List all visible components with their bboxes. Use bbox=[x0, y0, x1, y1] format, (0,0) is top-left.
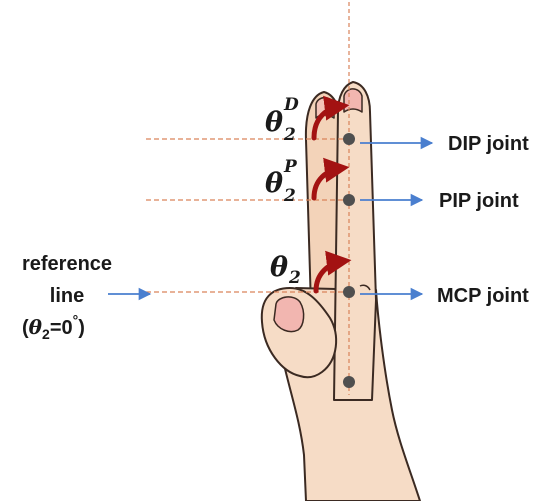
dip-theta-sup: D bbox=[283, 95, 299, 115]
pip-joint-dot bbox=[343, 194, 355, 206]
pip-joint-label: PIP joint bbox=[439, 190, 519, 212]
reference-label-line1: reference bbox=[22, 253, 112, 275]
mcp-joint-dot bbox=[343, 286, 355, 298]
pip-angle-symbol: θ P 2 bbox=[265, 157, 298, 206]
pip-theta-sub: 2 bbox=[283, 186, 296, 206]
pip-angle-arrow bbox=[311, 157, 350, 201]
dip-angle-symbol: θ D 2 bbox=[265, 95, 299, 145]
pip-theta: θ bbox=[265, 168, 283, 199]
reference-label-line3: (θ2=0°) bbox=[22, 312, 85, 342]
mcp-joint-label: MCP joint bbox=[437, 285, 529, 307]
dip-joint-dot bbox=[343, 133, 355, 145]
mcp-theta-sub: 2 bbox=[288, 268, 301, 288]
wrist-joint-dot bbox=[343, 376, 355, 388]
pip-theta-sup: P bbox=[283, 157, 298, 177]
knuckle-crease bbox=[359, 284, 371, 291]
mcp-angle-symbol: θ 2 bbox=[270, 252, 301, 288]
front-finger bbox=[333, 81, 377, 401]
reference-line-label: reference line (θ2=0°) bbox=[22, 253, 112, 342]
mcp-theta: θ bbox=[270, 252, 288, 283]
reference-label-line2: line bbox=[50, 285, 84, 307]
dip-theta: θ bbox=[265, 107, 283, 138]
dip-joint-label: DIP joint bbox=[448, 133, 529, 155]
dip-angle-arrow bbox=[311, 95, 350, 141]
thumb-nail bbox=[273, 296, 305, 333]
front-finger-nail bbox=[343, 88, 363, 113]
dip-theta-sub: 2 bbox=[283, 125, 296, 145]
mcp-angle-arrow bbox=[313, 250, 352, 294]
